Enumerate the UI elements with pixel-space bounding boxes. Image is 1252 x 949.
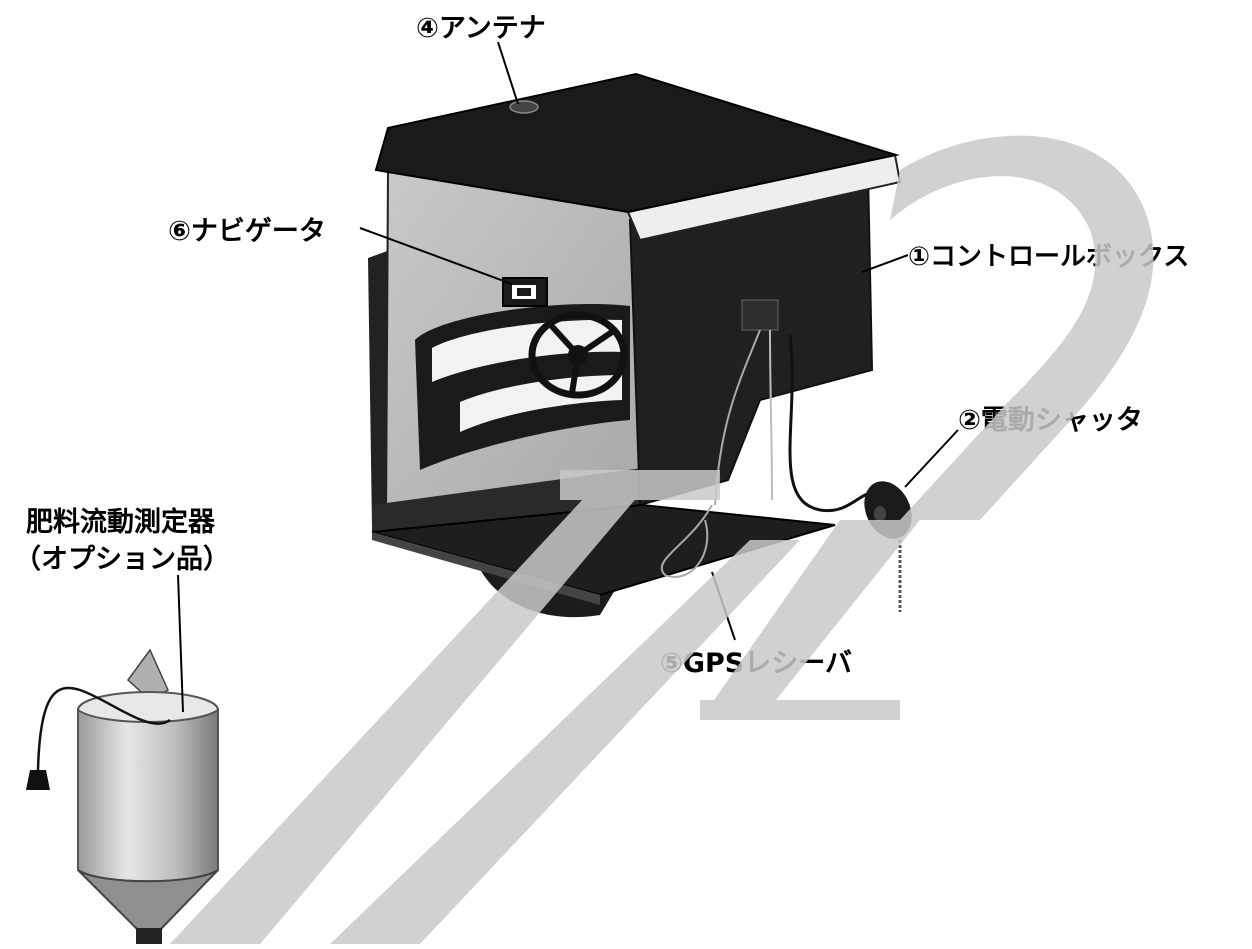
cabin-roof [374,72,900,214]
cabin-cable-3 [660,504,713,578]
watermark-stroke-1 [170,470,660,944]
label-flow-meter-line1: 肥料流動測定器 [26,506,216,538]
hopper-cone [77,869,219,931]
watermark-stroke-4 [890,135,1154,520]
sample-watermark [170,135,1154,944]
leader-shutter [904,429,959,488]
label-flow-meter-line2: （オプション品） [14,544,230,575]
leader-lines [177,41,959,713]
leader-control-box [861,254,909,273]
steering-wheel [528,311,628,399]
flow-meter-device [26,648,219,944]
leader-flow-meter [177,574,184,713]
leader-navigator [359,227,513,285]
navigator-device [502,277,548,307]
shutter-cable [788,334,879,513]
dashboard-stripe-2 [460,375,622,432]
hopper-spout [136,928,162,944]
watermark-stroke-3 [560,470,720,500]
control-box-device [741,299,779,331]
hopper-plug [26,770,50,790]
watermark-stroke-5 [700,520,920,720]
hopper-cable [36,686,171,771]
watermark-stroke-2 [330,540,800,944]
dashboard-stripe-1 [432,319,622,382]
watermark-stroke-6 [700,700,900,720]
hopper-body [77,708,219,883]
antenna-dome [509,100,539,114]
cabin-cable-2 [769,329,773,501]
label-navigator: ⑥ナビゲータ [168,216,326,247]
cabin [368,72,902,618]
label-antenna: ④アンテナ [416,13,546,44]
leader-antenna [497,41,519,105]
